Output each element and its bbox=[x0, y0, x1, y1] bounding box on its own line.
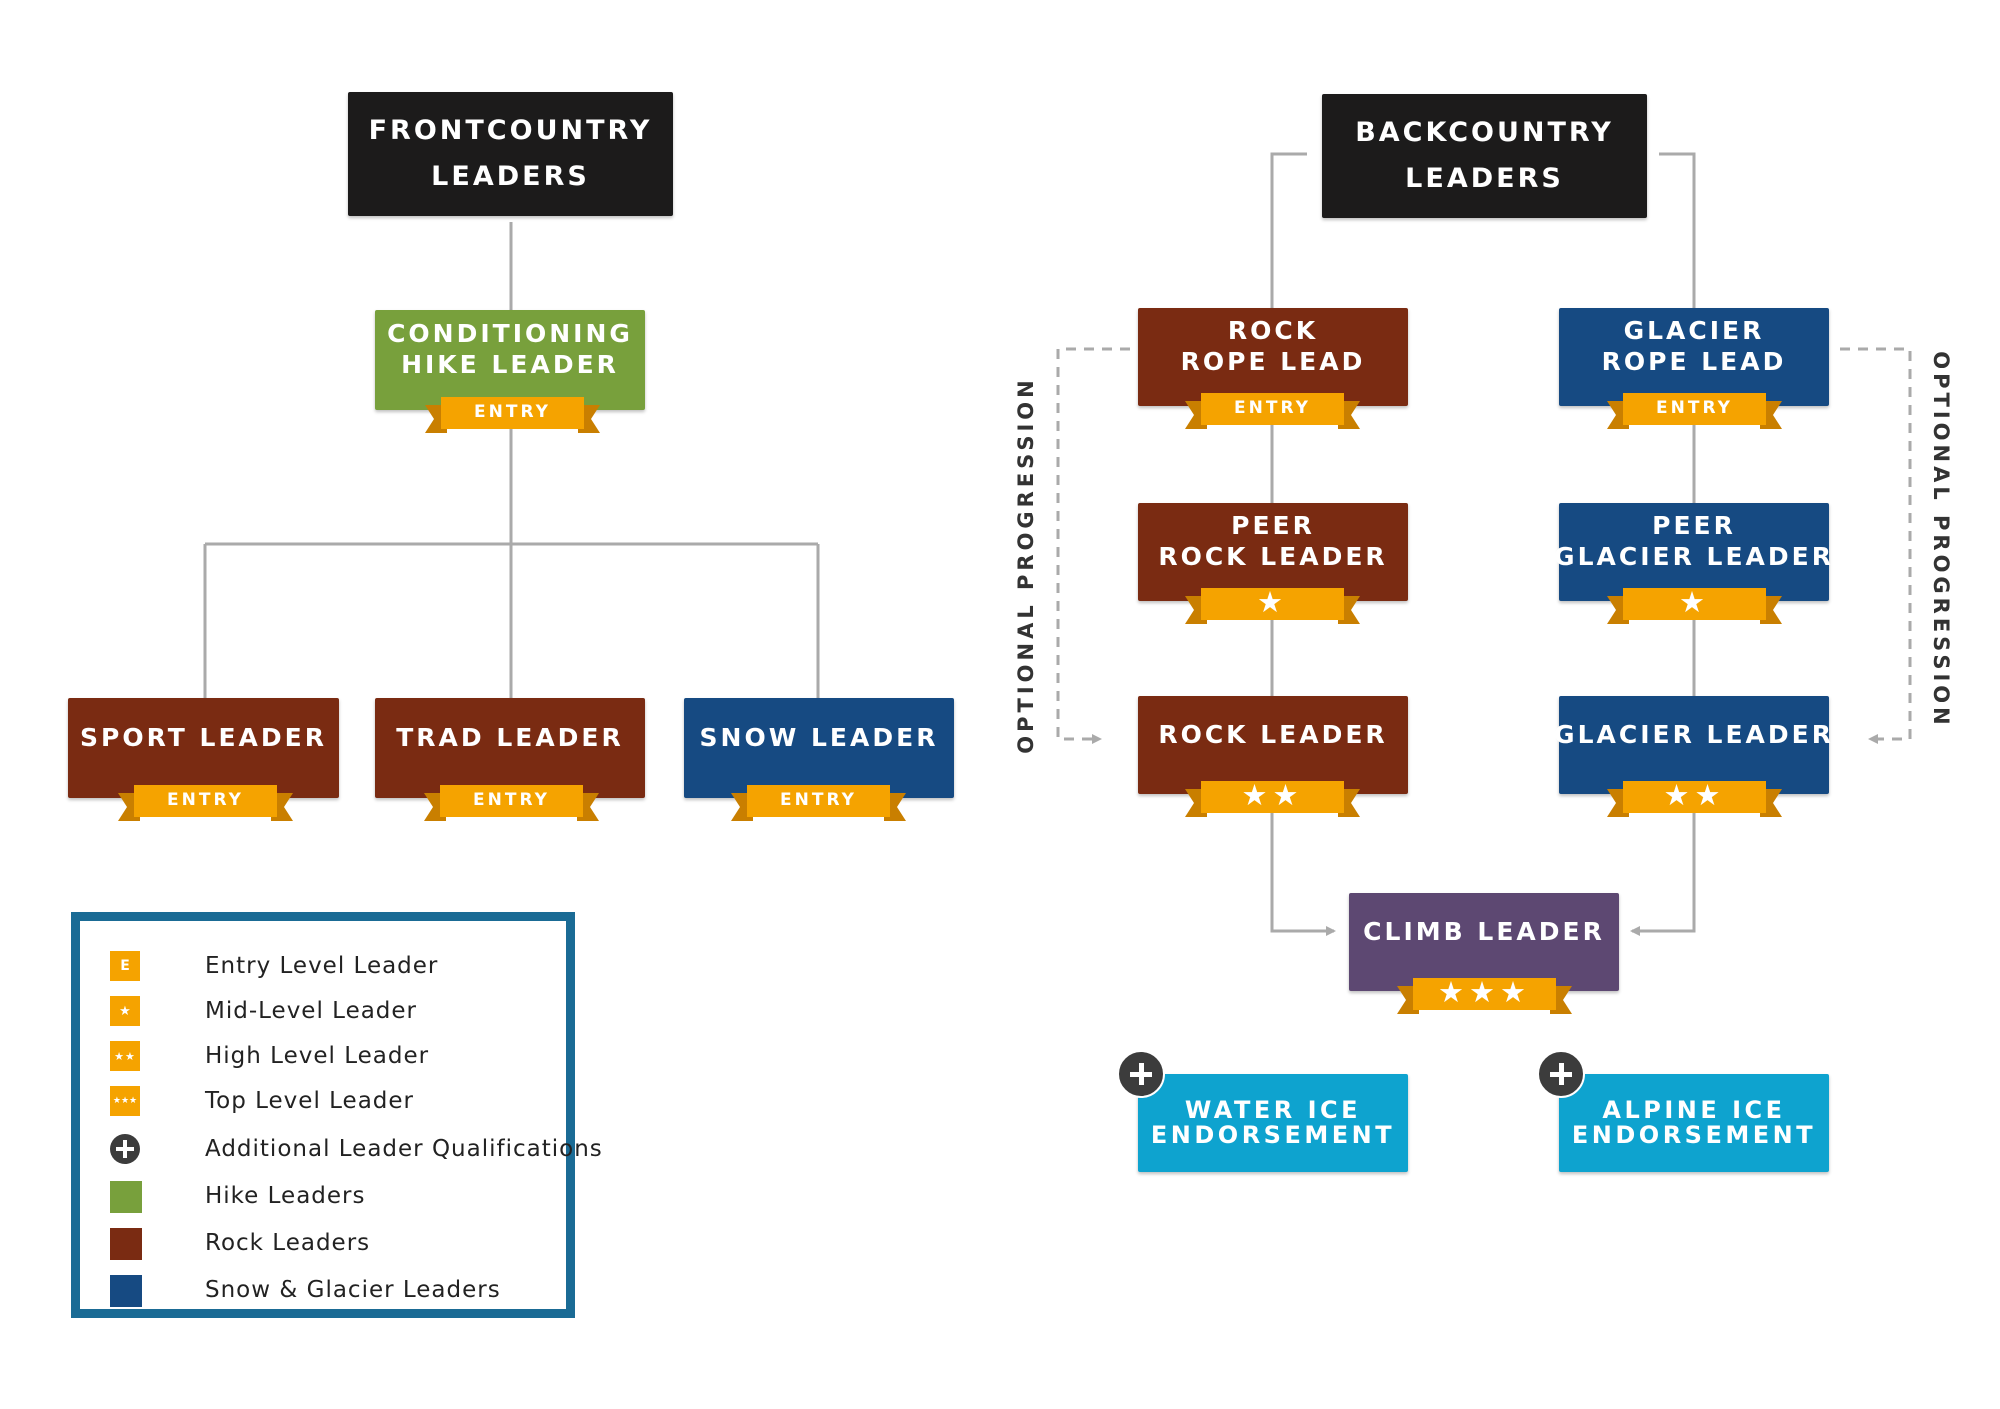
node-title-line: CLIMB LEADER bbox=[1363, 916, 1605, 946]
legend-label: Hike Leaders bbox=[205, 1183, 366, 1209]
node-title-line: SNOW LEADER bbox=[699, 722, 939, 752]
ribbon-banner-icon bbox=[425, 397, 600, 433]
entry-level-badge: ENTRY bbox=[424, 781, 599, 825]
high-level-badge: ★★ bbox=[1185, 777, 1360, 821]
plus-icon bbox=[110, 1134, 140, 1164]
star-icon: ★ bbox=[1257, 585, 1288, 619]
backcountry-leaders-header: BACKCOUNTRY LEADERS bbox=[1322, 94, 1647, 218]
node-title-line: WATER ICE bbox=[1184, 1096, 1362, 1124]
entry-level-badge: ENTRY bbox=[1185, 389, 1360, 433]
ribbon-banner-icon bbox=[1185, 393, 1360, 429]
node-title-line: ENDORSEMENT bbox=[1571, 1121, 1817, 1149]
optional-progression-label: OPTIONAL PROGRESSION bbox=[1929, 351, 1953, 729]
node-title-line: PEER bbox=[1231, 511, 1315, 540]
ribbon-banner-icon bbox=[424, 785, 599, 821]
legend-label: Mid-Level Leader bbox=[205, 998, 418, 1024]
rock-leader-node: ROCK LEADER bbox=[1138, 696, 1408, 794]
node-title-line: CONDITIONING bbox=[387, 319, 633, 348]
conditioning-hike-leader-node: CONDITIONING HIKE LEADER bbox=[375, 310, 645, 410]
plus-icon bbox=[1117, 1050, 1165, 1098]
node-title-line: HIKE LEADER bbox=[401, 350, 619, 379]
snow-glacier-leaders-swatch bbox=[110, 1275, 142, 1307]
glacier-rope-lead-node: GLACIER ROPE LEAD bbox=[1559, 308, 1829, 406]
entry-level-badge: ENTRY bbox=[1607, 389, 1782, 433]
ribbon-banner-icon bbox=[1397, 978, 1572, 1014]
ribbon-banner-icon bbox=[1607, 781, 1782, 817]
glacier-leader-node: GLACIER LEADER bbox=[1554, 696, 1831, 794]
node-title-line: ROCK LEADER bbox=[1158, 719, 1388, 749]
badge-label: ENTRY bbox=[474, 402, 551, 422]
ribbon-banner-icon bbox=[1185, 588, 1360, 624]
node-title-line: ROPE LEAD bbox=[1180, 347, 1366, 376]
header-line: FRONTCOUNTRY bbox=[368, 115, 653, 146]
sport-leader-node: SPORT LEADER bbox=[68, 698, 339, 798]
entry-level-badge: ENTRY bbox=[118, 781, 293, 825]
entry-level-badge: ENTRY bbox=[731, 781, 906, 825]
ribbon-banner-icon bbox=[1185, 781, 1360, 817]
node-title-line: GLACIER bbox=[1623, 316, 1765, 345]
mid-level-badge: ★ bbox=[1185, 584, 1360, 628]
water-ice-endorsement-node: WATER ICE ENDORSEMENT bbox=[1138, 1074, 1408, 1172]
header-line: LEADERS bbox=[431, 161, 590, 192]
star-icon: ★ bbox=[110, 996, 140, 1026]
node-title-line: ALPINE ICE bbox=[1602, 1096, 1786, 1124]
badge-label: ENTRY bbox=[1656, 398, 1733, 418]
alpine-ice-endorsement-node: ALPINE ICE ENDORSEMENT bbox=[1559, 1074, 1829, 1172]
legend-label: Rock Leaders bbox=[205, 1230, 371, 1256]
mid-level-badge: ★ bbox=[1607, 584, 1782, 628]
header-line: BACKCOUNTRY bbox=[1355, 117, 1614, 148]
node-title-line: ROCK LEADER bbox=[1158, 542, 1388, 571]
ribbon-banner-icon bbox=[118, 785, 293, 821]
rock-rope-lead-node: ROCK ROPE LEAD bbox=[1138, 308, 1408, 406]
rock-leaders-swatch bbox=[110, 1228, 142, 1260]
legend: E Entry Level Leader ★ Mid-Level Leader … bbox=[71, 912, 602, 1318]
peer-glacier-leader-node: PEER GLACIER LEADER bbox=[1554, 503, 1831, 601]
top-level-badge: ★★★ bbox=[1397, 974, 1572, 1018]
header-line: LEADERS bbox=[1405, 163, 1564, 194]
node-title-line: ENDORSEMENT bbox=[1150, 1121, 1396, 1149]
star-icon: ★ bbox=[1679, 585, 1710, 619]
badge-label: ENTRY bbox=[167, 790, 244, 810]
two-stars-icon: ★★ bbox=[110, 1041, 140, 1071]
ribbon-banner-icon bbox=[1607, 393, 1782, 429]
hike-leaders-swatch bbox=[110, 1181, 142, 1213]
entry-level-icon: E bbox=[110, 951, 140, 981]
legend-label: High Level Leader bbox=[205, 1043, 430, 1069]
star-icon: ★★ bbox=[1241, 778, 1304, 812]
high-level-badge: ★★ bbox=[1607, 777, 1782, 821]
node-title-line: ROPE LEAD bbox=[1601, 347, 1787, 376]
plus-icon bbox=[1537, 1050, 1585, 1098]
star-icon: ★★★ bbox=[1438, 975, 1531, 1009]
entry-level-badge: ENTRY bbox=[425, 393, 600, 437]
snow-leader-node: SNOW LEADER bbox=[684, 698, 954, 798]
node-title-line: GLACIER LEADER bbox=[1554, 719, 1834, 749]
ribbon-banner-icon bbox=[731, 785, 906, 821]
ribbon-banner-icon bbox=[1607, 588, 1782, 624]
legend-label: Additional Leader Qualifications bbox=[205, 1136, 603, 1162]
node-title-line: PEER bbox=[1652, 511, 1736, 540]
legend-label: Snow & Glacier Leaders bbox=[205, 1277, 501, 1303]
badge-label: ENTRY bbox=[473, 790, 550, 810]
peer-rock-leader-node: PEER ROCK LEADER bbox=[1138, 503, 1408, 601]
star-icon: ★★ bbox=[1663, 778, 1726, 812]
badge-label: ENTRY bbox=[1234, 398, 1311, 418]
trad-leader-node: TRAD LEADER bbox=[375, 698, 645, 798]
badge-label: ENTRY bbox=[780, 790, 857, 810]
climb-leader-node: CLIMB LEADER bbox=[1349, 893, 1619, 991]
node-title-line: TRAD LEADER bbox=[396, 722, 624, 752]
three-stars-icon: ★★★ bbox=[110, 1086, 140, 1116]
node-title-line: GLACIER LEADER bbox=[1554, 542, 1834, 571]
node-title-line: ROCK bbox=[1227, 316, 1319, 345]
legend-label: Entry Level Leader bbox=[205, 953, 439, 979]
legend-label: Top Level Leader bbox=[205, 1088, 415, 1114]
frontcountry-leaders-header: FRONTCOUNTRY LEADERS bbox=[348, 92, 673, 216]
optional-progression-label: OPTIONAL PROGRESSION bbox=[1014, 376, 1038, 754]
node-title-line: SPORT LEADER bbox=[80, 722, 327, 752]
